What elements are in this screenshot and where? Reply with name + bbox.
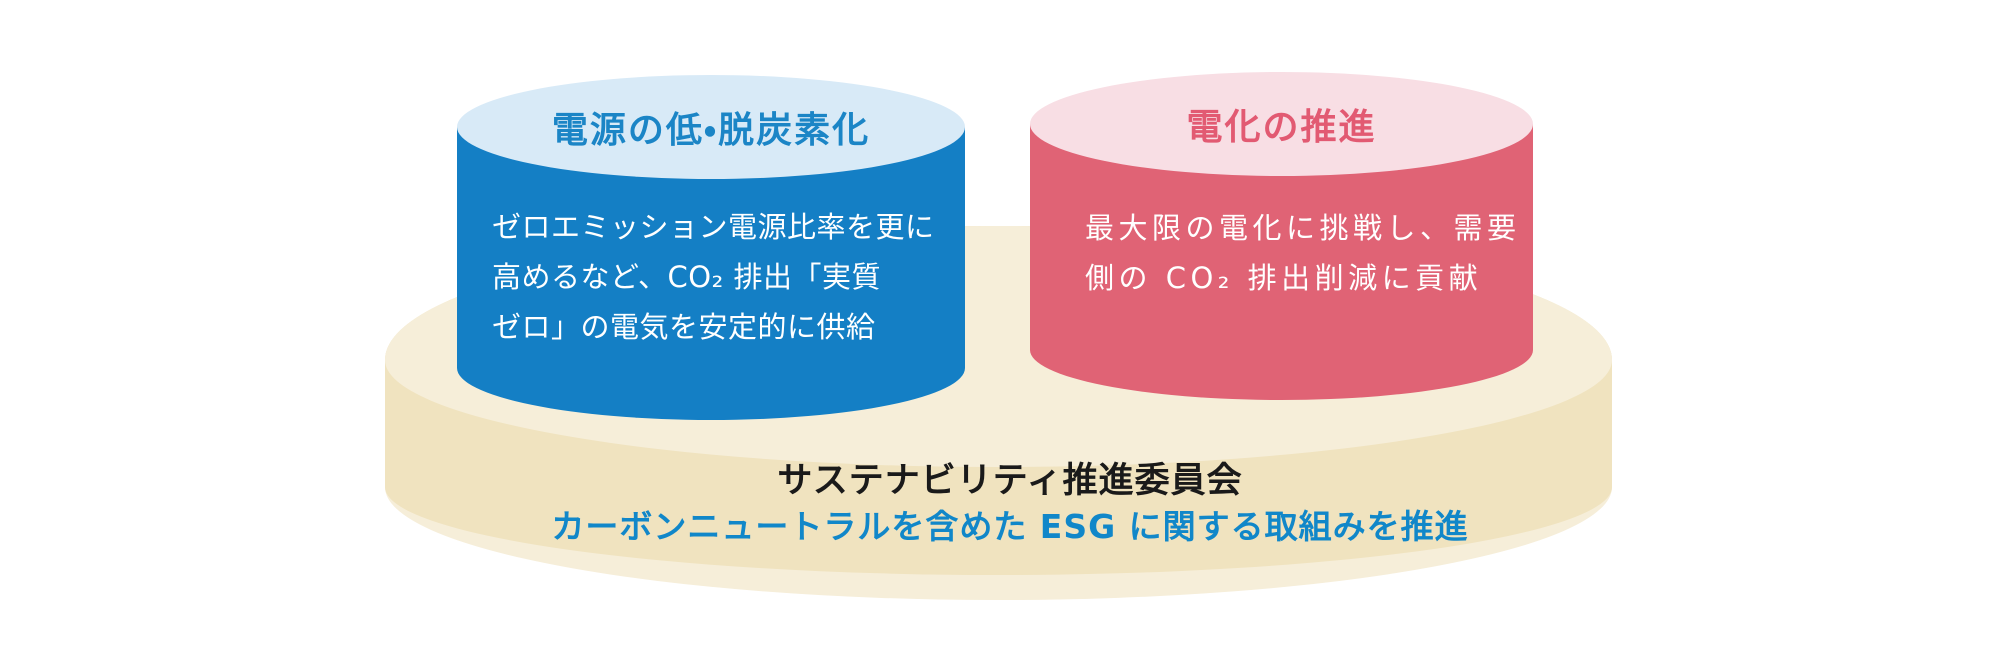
base-subtitle: カーボンニュートラルを含めた ESG に関する取組みを推進 (551, 507, 1469, 546)
description-line: 側の CO₂ 排出削減に貢献 (1085, 261, 1483, 295)
pillar-description: ゼロエミッション電源比率を更に 高めるなど、CO₂ 排出「実質 ゼロ」の電気を安… (492, 202, 952, 352)
pillar-title: 電源の低・脱炭素化 (551, 110, 871, 151)
pillar-title: 電化の推進 (1186, 107, 1377, 148)
description-line: 高めるなど、CO₂ 排出「実質 (492, 260, 881, 294)
description-line: ゼロエミッション電源比率を更に (492, 210, 935, 244)
cylinder-top-ellipse: 電源の低・脱炭素化 (457, 75, 965, 179)
description-line: 最大限の電化に挑戦し、需要 (1085, 211, 1521, 245)
base-title: サステナビリティ推進委員会 (777, 461, 1243, 501)
cylinder-top-ellipse: 電化の推進 (1030, 72, 1533, 176)
pillar-description: 最大限の電化に挑戦し、需要 側の CO₂ 排出削減に貢献 (1085, 203, 1535, 303)
description-line: ゼロ」の電気を安定的に供給 (492, 310, 876, 344)
base-label-group: サステナビリティ推進委員会 カーボンニュートラルを含めた ESG に関する取組み… (385, 457, 1635, 549)
